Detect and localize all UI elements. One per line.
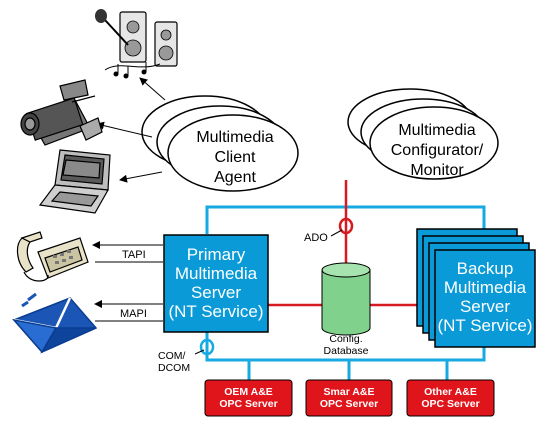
primary-server-box	[163, 234, 269, 333]
opc-oem-line-1: OEM A&E	[224, 386, 273, 398]
backup-server-stack	[416, 228, 536, 348]
email-envelope-icon	[12, 292, 98, 354]
backup-server-line-2: Multimedia	[443, 278, 527, 297]
configurator-stack	[347, 88, 499, 180]
primary-server-line-1: Primary	[186, 245, 246, 264]
com-dcom-line-1: COM/	[158, 350, 186, 362]
backup-server-line-1: Backup	[456, 259, 514, 278]
ado-connector	[338, 217, 354, 235]
backup-server-line-3: Server	[459, 297, 511, 316]
client-arrows	[92, 77, 166, 322]
ado-label: ADO	[304, 232, 328, 244]
laptop-icon	[38, 149, 111, 214]
com-dcom-line-2: DCOM	[158, 362, 191, 374]
opc-other-line-2: OPC Server	[421, 398, 480, 410]
com-dcom-label: COM/ DCOM	[158, 350, 190, 374]
opc-server-boxes	[204, 379, 495, 417]
config-database-cylinder	[321, 262, 371, 336]
opc-server-smar-label: Smar A&E OPC Server	[306, 386, 392, 410]
backup-server-label: Backup Multimedia Server (NT Service)	[435, 259, 535, 335]
opc-server-other-label: Other A&E OPC Server	[407, 386, 494, 410]
mapi-label: MAPI	[120, 308, 147, 320]
com-dcom-connector	[199, 338, 215, 356]
opc-server-oem-label: OEM A&E OPC Server	[205, 386, 292, 410]
client-agent-label: Multimedia Client Agent	[183, 128, 287, 188]
primary-server-line-4: (NT Service)	[168, 302, 264, 321]
opc-smar-line-1: Smar A&E	[323, 386, 375, 398]
backup-server-line-4: (NT Service)	[437, 316, 533, 335]
database-line-2: Database	[323, 345, 369, 357]
configurator-line-1: Multimedia	[398, 122, 476, 139]
speakers-microphone-icon	[95, 9, 178, 79]
client-agent-line-1: Multimedia	[196, 129, 274, 146]
configurator-label: Multimedia Configurator/ Monitor	[382, 121, 492, 181]
database-line-1: Config.	[329, 333, 363, 345]
configurator-line-3: Monitor	[410, 162, 464, 179]
opc-oem-line-2: OPC Server	[219, 398, 278, 410]
client-agent-line-3: Agent	[214, 169, 256, 186]
opc-smar-line-2: OPC Server	[319, 398, 379, 410]
video-camera-icon	[20, 79, 103, 146]
client-agent-stack	[141, 95, 299, 192]
configurator-line-2: Configurator/	[390, 142, 484, 159]
telephone-icon	[16, 231, 89, 282]
primary-server-line-2: Multimedia	[174, 264, 258, 283]
client-agent-line-2: Client	[214, 149, 256, 166]
opc-other-line-1: Other A&E	[424, 386, 477, 398]
primary-server-label: Primary Multimedia Server (NT Service)	[164, 245, 268, 321]
primary-server-line-3: Server	[190, 283, 242, 302]
tapi-label: TAPI	[122, 249, 146, 261]
database-label: Config. Database	[306, 333, 386, 357]
